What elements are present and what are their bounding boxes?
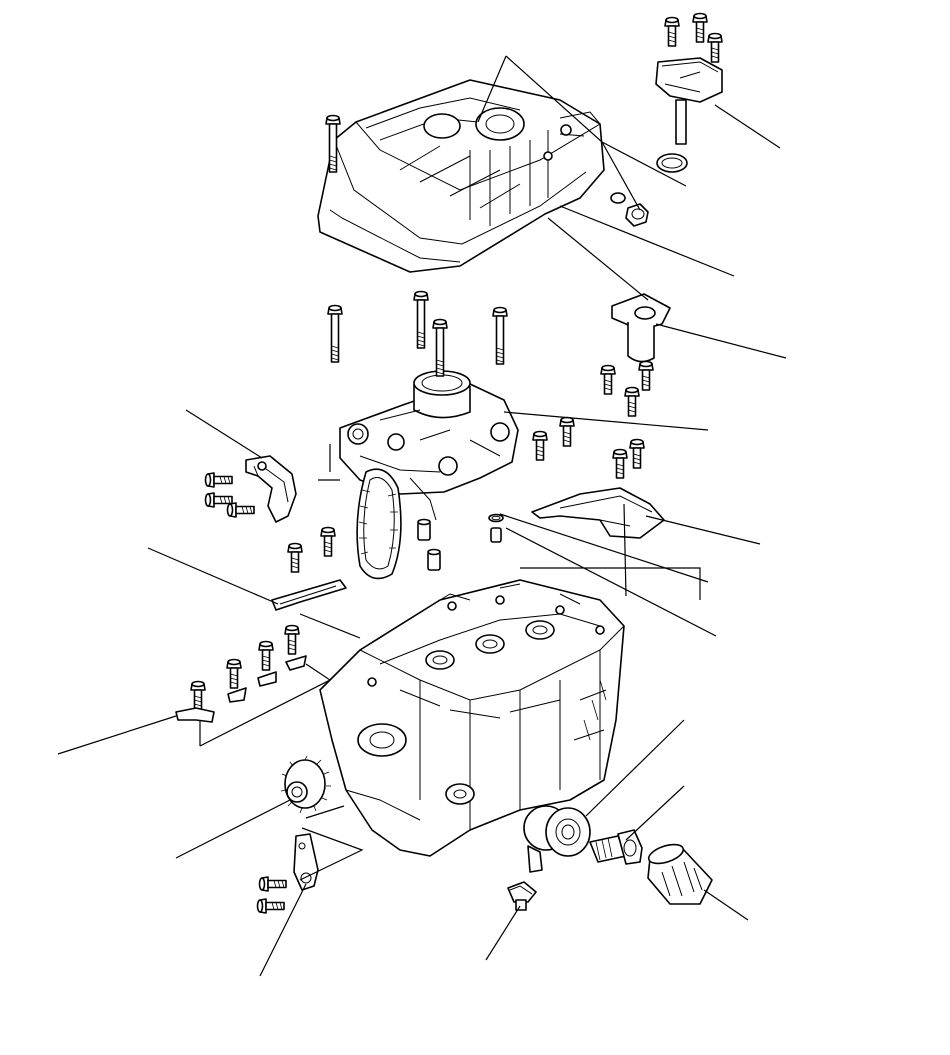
oil-filter (647, 843, 713, 905)
oil-filter-bolt (589, 829, 643, 865)
dowel-pin-2 (490, 527, 502, 543)
oil-pressure-switch (507, 881, 537, 911)
baffle-plate (531, 416, 665, 539)
engine-block (319, 579, 625, 857)
o-ring (488, 513, 504, 523)
crank-sprocket (280, 755, 331, 814)
chain-tensioner (204, 455, 297, 523)
dowel-pin (417, 518, 441, 571)
oil-strainer (600, 293, 671, 417)
bracket (256, 833, 319, 914)
oil-level-sensor (655, 12, 723, 173)
chain-guide (271, 526, 347, 611)
oil-pump-chain (356, 468, 402, 580)
leader-lines (57, 55, 787, 977)
oil-cooler (523, 805, 591, 873)
oil-pan (317, 79, 605, 273)
oil-pump (327, 290, 519, 521)
oil-jets (175, 624, 307, 723)
drain-plug (610, 192, 649, 227)
